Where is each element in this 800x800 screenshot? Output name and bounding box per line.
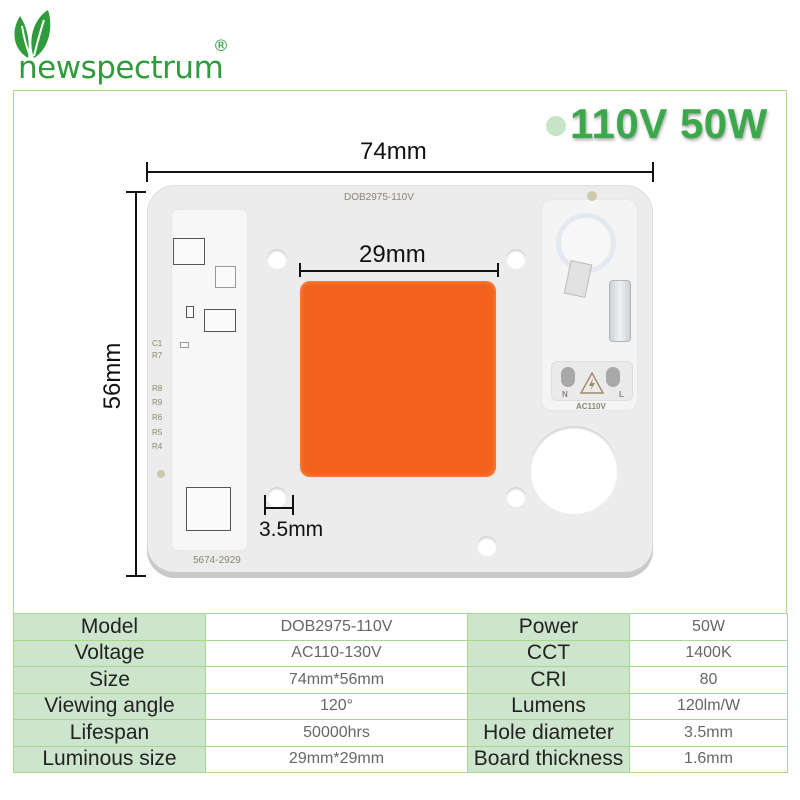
table-row: Voltage AC110-130V CCT 1400K: [13, 639, 788, 667]
spec-label: Power: [467, 613, 630, 641]
ac-voltage-label: AC110V: [576, 402, 606, 411]
spec-value: DOB2975-110V: [205, 613, 468, 641]
spec-value: 50W: [629, 613, 788, 641]
mounting-hole: [506, 249, 526, 269]
mounting-hole: [267, 487, 287, 507]
led-dimension-tick-right: [497, 263, 499, 277]
component-pad: [204, 309, 236, 332]
spec-value: 80: [629, 666, 788, 694]
brand-name: newspectrum: [18, 50, 224, 86]
table-row: Viewing angle 120° Lumens 120lm/W: [13, 692, 788, 720]
width-dimension-line: [147, 171, 653, 173]
led-dimension-tick-left: [299, 263, 301, 277]
spec-value: 120lm/W: [629, 692, 788, 720]
silk-r9: R9: [152, 398, 163, 407]
spec-label: Voltage: [13, 639, 206, 667]
spec-label: Lumens: [467, 692, 630, 720]
silk-r4: R4: [152, 442, 163, 451]
spec-value: 3.5mm: [629, 719, 788, 747]
table-row: Luminous size 29mm*29mm Board thickness …: [13, 745, 788, 773]
terminal-n-label: N: [562, 390, 568, 399]
registered-mark: ®: [213, 36, 229, 55]
spec-value: 120°: [205, 692, 468, 720]
silk-c1: C1: [152, 339, 163, 348]
led-dimension-line: [300, 270, 498, 272]
led-emitter: [300, 281, 496, 477]
mounting-hole: [477, 536, 497, 556]
component-pad: [173, 238, 205, 265]
hole-dimension-tick-right: [292, 495, 294, 515]
terminal-l-label: L: [619, 390, 624, 399]
spec-label: Board thickness: [467, 745, 630, 773]
height-dimension-line: [135, 192, 137, 576]
headline: 110V 50W: [570, 100, 768, 147]
width-dimension-tick-left: [146, 162, 148, 182]
mounting-hole: [267, 249, 287, 269]
width-dimension-tick-right: [652, 162, 654, 182]
spec-value: 29mm*29mm: [205, 745, 468, 773]
spec-label: Model: [13, 613, 206, 641]
led-size-label: 29mm: [359, 241, 426, 268]
component-pad: [180, 342, 189, 348]
spec-value: 50000hrs: [205, 719, 468, 747]
mounting-hole: [506, 487, 526, 507]
silk-r7: R7: [152, 351, 163, 360]
spec-value: 1.6mm: [629, 745, 788, 773]
height-dimension-tick-top: [126, 191, 146, 193]
leaf-logo-icon: [14, 10, 51, 58]
hole-dimension-line: [265, 507, 293, 509]
spec-label: Lifespan: [13, 719, 206, 747]
width-label: 74mm: [360, 138, 427, 165]
spec-label: Size: [13, 666, 206, 694]
table-row: Model DOB2975-110V Power 50W: [13, 613, 788, 641]
fiducial-dot: [157, 470, 165, 478]
silk-r6: R6: [152, 413, 163, 422]
table-row: Lifespan 50000hrs Hole diameter 3.5mm: [13, 719, 788, 747]
bullet-dot-icon: [546, 116, 566, 136]
silk-r8: R8: [152, 384, 163, 393]
spec-value: 1400K: [629, 639, 788, 667]
spec-label: Hole diameter: [467, 719, 630, 747]
terminal-pad-n: [561, 367, 575, 387]
spec-label: CCT: [467, 639, 630, 667]
component-pad: [186, 306, 194, 318]
spec-label: CRI: [467, 666, 630, 694]
large-hole: [530, 426, 618, 514]
spec-label: Luminous size: [13, 745, 206, 773]
high-voltage-warning-icon: [580, 372, 604, 394]
fuse-resistor: [609, 280, 631, 342]
fiducial-dot: [587, 191, 597, 201]
spec-value: AC110-130V: [205, 639, 468, 667]
component-pad: [186, 487, 231, 531]
spec-label: Viewing angle: [13, 692, 206, 720]
component-pad: [215, 266, 236, 288]
hole-size-label: 3.5mm: [259, 518, 324, 541]
spec-table: Model DOB2975-110V Power 50W Voltage AC1…: [13, 613, 788, 773]
board-model-label: DOB2975-110V: [344, 192, 414, 203]
hole-dimension-tick-left: [264, 495, 266, 515]
height-label: 56mm: [99, 342, 126, 410]
terminal-pad-l: [606, 367, 620, 387]
silk-r5: R5: [152, 428, 163, 437]
height-dimension-tick-bottom: [126, 575, 146, 577]
table-row: Size 74mm*56mm CRI 80: [13, 666, 788, 694]
spec-value: 74mm*56mm: [205, 666, 468, 694]
board-code-label: 5674-2929: [193, 555, 241, 566]
